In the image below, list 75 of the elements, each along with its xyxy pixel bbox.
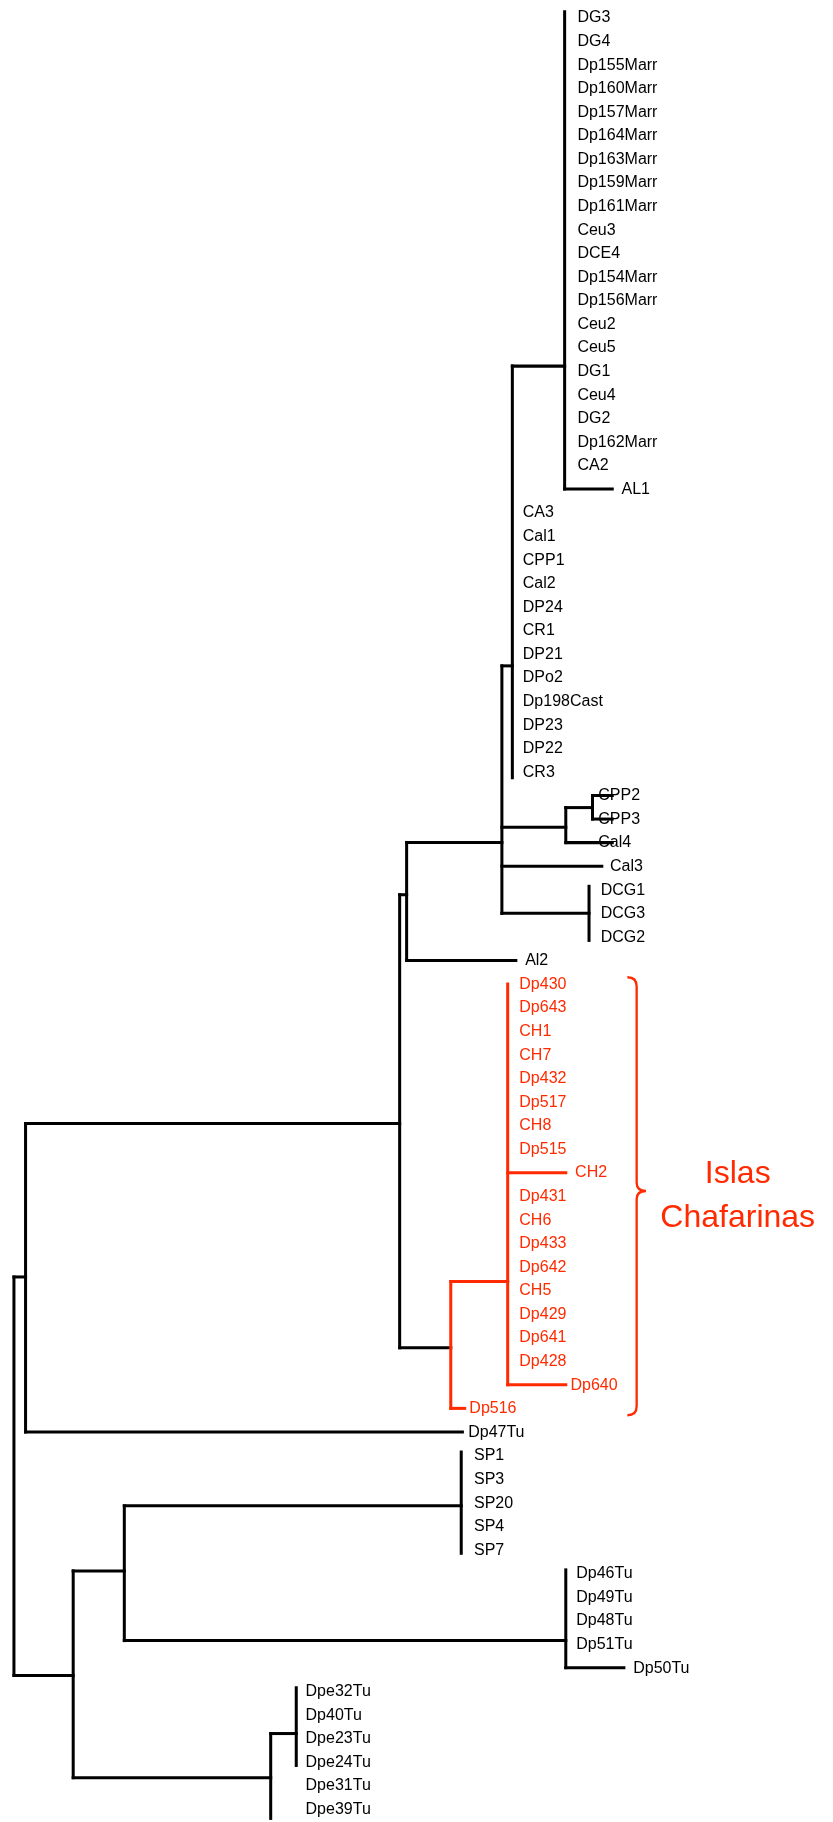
leaf-label: Dp49Tu bbox=[576, 1587, 633, 1606]
leaf-label: DCG2 bbox=[600, 927, 646, 946]
leaf-label: Dp47Tu bbox=[468, 1422, 525, 1441]
leaf-label: Dpe23Tu bbox=[305, 1729, 371, 1748]
leaf-label: CH2 bbox=[575, 1163, 608, 1182]
leaf-label: DG3 bbox=[577, 8, 611, 27]
leaf-label: Dp50Tu bbox=[633, 1658, 690, 1677]
leaf-label: Dp431 bbox=[519, 1187, 567, 1206]
leaf-label: Dp162Marr bbox=[577, 432, 658, 451]
leaf-label: Dp163Marr bbox=[577, 149, 658, 168]
leaf-label: CA3 bbox=[522, 503, 554, 522]
leaf-label: DP22 bbox=[522, 739, 563, 758]
leaf-label: Dp433 bbox=[519, 1234, 567, 1253]
leaf-label: CH5 bbox=[519, 1281, 552, 1300]
leaf-label: CH8 bbox=[519, 1116, 552, 1135]
leaf-label: Cal3 bbox=[609, 857, 643, 876]
leaf-label: Ceu2 bbox=[577, 314, 616, 333]
leaf-label: Dp155Marr bbox=[577, 55, 658, 74]
leaf-label: Dpe32Tu bbox=[305, 1682, 371, 1701]
leaf-label: DCG3 bbox=[600, 904, 646, 923]
leaf-label: Cal2 bbox=[522, 574, 556, 593]
leaf-label: SP1 bbox=[474, 1446, 505, 1465]
leaf-label: Dpe31Tu bbox=[305, 1776, 371, 1795]
leaf-label: Dp640 bbox=[570, 1375, 618, 1394]
leaf-label: Dp160Marr bbox=[577, 79, 658, 98]
leaf-label: Dp48Tu bbox=[576, 1611, 633, 1630]
leaf-label: Dp157Marr bbox=[577, 102, 658, 121]
leaf-label: CPP1 bbox=[522, 550, 565, 569]
leaf-label: Dp159Marr bbox=[577, 173, 658, 192]
leaf-label: CH7 bbox=[519, 1045, 552, 1064]
leaf-label: Dp642 bbox=[519, 1257, 567, 1276]
clade-label: Islas Chafarinas bbox=[659, 1153, 817, 1237]
leaf-label: Dp432 bbox=[519, 1069, 567, 1088]
leaf-label: Dp516 bbox=[469, 1399, 517, 1418]
leaf-label: Dp641 bbox=[519, 1328, 567, 1347]
leaf-label: Dp154Marr bbox=[577, 267, 658, 286]
leaf-label: Dp161Marr bbox=[577, 197, 658, 215]
leaf-label: DG4 bbox=[577, 32, 611, 50]
leaf-label: SP3 bbox=[474, 1469, 505, 1488]
leaf-label: SP4 bbox=[474, 1517, 505, 1536]
leaf-label: Dp164Marr bbox=[577, 126, 658, 145]
leaf-label: DCE4 bbox=[577, 244, 621, 263]
leaf-label: DG1 bbox=[577, 362, 611, 380]
leaf-label: CR3 bbox=[522, 762, 555, 781]
leaf-label: Cal1 bbox=[522, 527, 556, 545]
leaf-label: CH6 bbox=[519, 1210, 552, 1229]
leaf-label: CH1 bbox=[519, 1022, 552, 1041]
leaf-label: Ceu5 bbox=[577, 338, 616, 357]
leaf-label: DP24 bbox=[522, 597, 563, 616]
leaf-label: Al2 bbox=[525, 951, 549, 970]
leaf-label: DPo2 bbox=[522, 668, 563, 687]
leaf-label: Dpe24Tu bbox=[305, 1752, 371, 1771]
leaf-label: Dp51Tu bbox=[576, 1634, 633, 1653]
leaf-label: Dp156Marr bbox=[577, 291, 658, 310]
leaf-label: Ceu3 bbox=[577, 220, 616, 239]
leaf-label: Dp430 bbox=[519, 974, 567, 993]
leaf-label: DCG1 bbox=[600, 880, 646, 899]
leaf-label: AL1 bbox=[621, 479, 650, 498]
leaf-label: Dp198Cast bbox=[522, 692, 603, 711]
leaf-label: Dpe39Tu bbox=[305, 1799, 371, 1818]
leaf-label: DP23 bbox=[522, 715, 563, 734]
leaf-label: Dp40Tu bbox=[305, 1705, 362, 1724]
leaf-label: Dp428 bbox=[519, 1352, 567, 1371]
leaf-label: CA2 bbox=[577, 456, 609, 475]
leaf-label: Dp515 bbox=[519, 1139, 567, 1158]
leaf-label: Dp46Tu bbox=[576, 1564, 633, 1583]
leaf-label: CR1 bbox=[522, 621, 555, 640]
leaf-label: Dp517 bbox=[519, 1092, 567, 1111]
leaf-label: Dp429 bbox=[519, 1304, 567, 1323]
leaf-label: DP21 bbox=[522, 644, 563, 663]
leaf-label: SP7 bbox=[474, 1540, 505, 1559]
leaf-label: Ceu4 bbox=[577, 385, 616, 404]
leaf-label: SP20 bbox=[474, 1493, 514, 1512]
leaf-label: Dp643 bbox=[519, 998, 567, 1017]
leaf-label: DG2 bbox=[577, 409, 611, 428]
